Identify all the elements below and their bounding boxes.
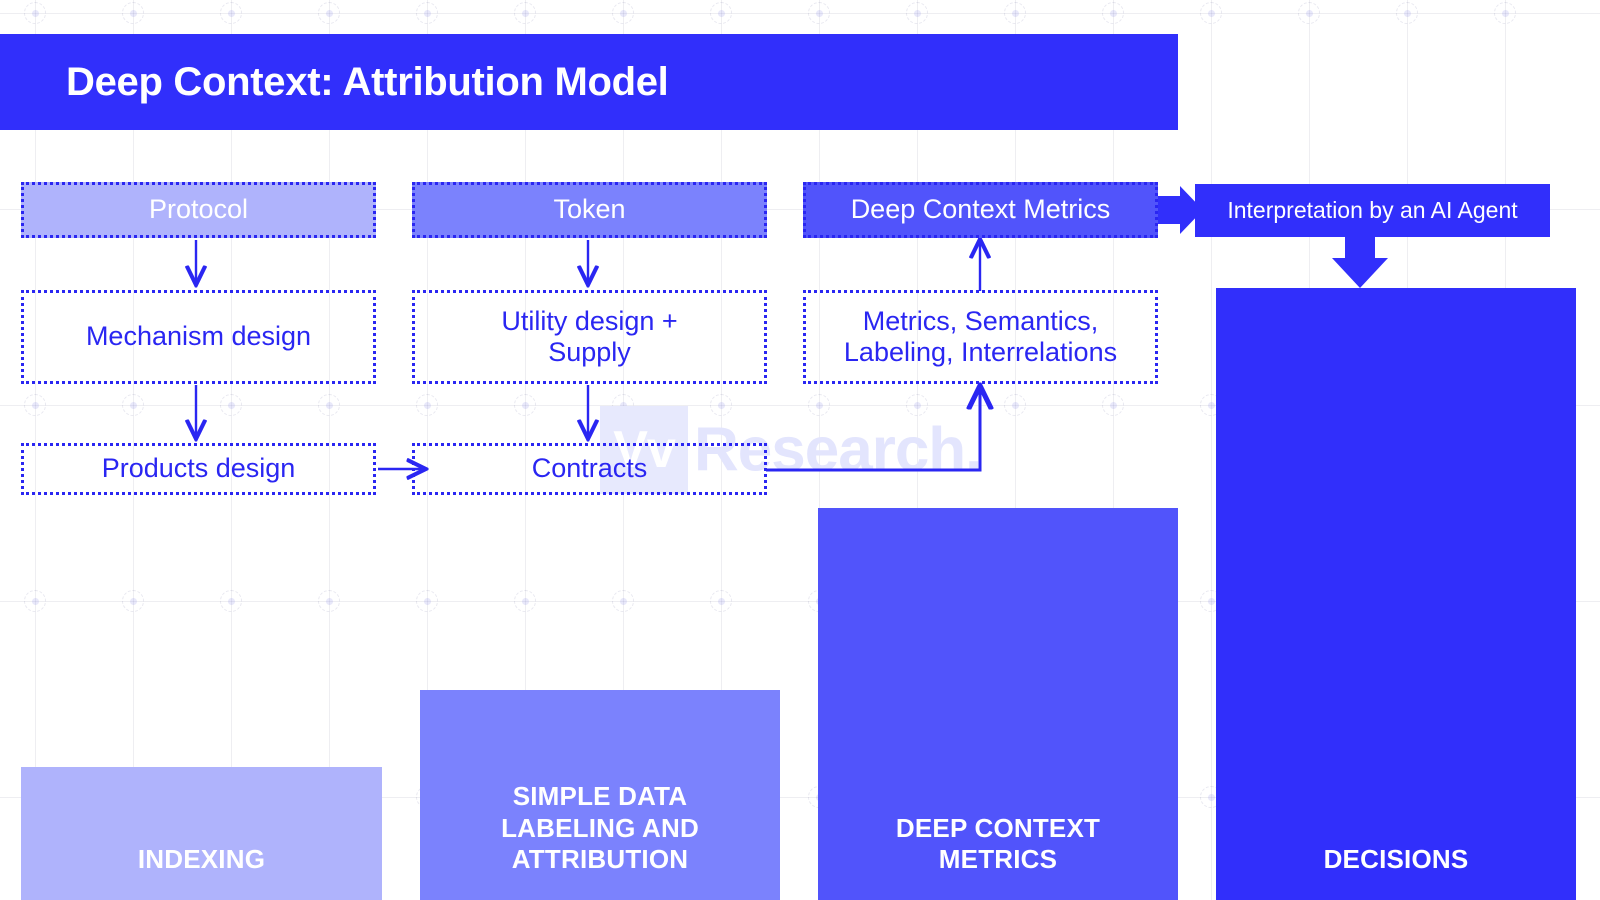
node-mechanism-design-label: Mechanism design — [85, 321, 312, 352]
node-protocol-label: Protocol — [148, 194, 249, 225]
node-metrics-semantics-label-line1: Metrics, Semantics, — [862, 305, 1099, 336]
category-bar-deep-context-metrics-label: DEEP CONTEXT METRICS — [896, 813, 1100, 900]
node-token[interactable]: Token — [412, 182, 767, 238]
grid-node-icon — [24, 590, 46, 612]
category-bar-simple-data-line1: SIMPLE DATA — [512, 780, 688, 811]
grid-node-icon — [1004, 394, 1026, 416]
grid-node-icon — [514, 394, 536, 416]
grid-node-icon — [514, 2, 536, 24]
category-bar-simple-data-line2: LABELING AND — [501, 812, 699, 843]
grid-node-icon — [416, 394, 438, 416]
grid-node-icon — [1102, 2, 1124, 24]
grid-node-icon — [906, 2, 928, 24]
node-deep-context-metrics[interactable]: Deep Context Metrics — [803, 182, 1158, 238]
grid-node-icon — [220, 2, 242, 24]
category-bar-indexing[interactable]: INDEXING — [21, 767, 382, 900]
node-utility-design[interactable]: Utility design + Supply — [412, 290, 767, 384]
grid-node-icon — [318, 394, 340, 416]
grid-node-icon — [24, 2, 46, 24]
grid-node-icon — [416, 590, 438, 612]
category-bar-indexing-label: INDEXING — [137, 844, 266, 875]
grid-node-icon — [220, 590, 242, 612]
grid-node-icon — [1396, 2, 1418, 24]
grid-node-icon — [318, 590, 340, 612]
page-title: Deep Context: Attribution Model — [66, 59, 669, 104]
grid-node-icon — [1102, 394, 1124, 416]
node-ai-agent-label: Interpretation by an AI Agent — [1227, 197, 1518, 224]
category-bar-simple-data-line3: ATTRIBUTION — [511, 844, 689, 875]
grid-node-icon — [710, 394, 732, 416]
grid-node-icon — [1200, 2, 1222, 24]
title-banner: Deep Context: Attribution Model — [0, 34, 1178, 130]
grid-node-icon — [808, 394, 830, 416]
grid-node-icon — [1298, 2, 1320, 24]
category-bar-decisions[interactable]: DECISIONS — [1216, 288, 1576, 900]
category-bar-simple-data-label: SIMPLE DATA LABELING AND ATTRIBUTION — [501, 781, 699, 900]
node-products-design-label: Products design — [101, 453, 296, 484]
category-bar-deep-context-metrics[interactable]: DEEP CONTEXT METRICS — [818, 508, 1178, 900]
grid-node-icon — [514, 590, 536, 612]
grid-node-icon — [710, 590, 732, 612]
node-utility-design-label-line1: Utility design + — [501, 305, 678, 336]
grid-node-icon — [122, 2, 144, 24]
category-bar-deep-context-line1: DEEP CONTEXT — [895, 812, 1101, 843]
grid-node-icon — [1004, 2, 1026, 24]
edge-contracts-metrics — [766, 388, 980, 472]
category-bar-decisions-label: DECISIONS — [1323, 844, 1469, 875]
grid-node-icon — [612, 2, 634, 24]
node-metrics-semantics-label-line2: Labeling, Interrelations — [843, 337, 1118, 367]
node-contracts-label: Contracts — [531, 453, 648, 484]
grid-node-icon — [318, 2, 340, 24]
grid-node-icon — [808, 2, 830, 24]
node-ai-agent[interactable]: Interpretation by an AI Agent — [1195, 184, 1550, 237]
node-metrics-semantics[interactable]: Metrics, Semantics, Labeling, Interrelat… — [803, 290, 1158, 384]
node-protocol[interactable]: Protocol — [21, 182, 376, 238]
grid-node-icon — [220, 394, 242, 416]
grid-node-icon — [612, 590, 634, 612]
grid-node-icon — [612, 394, 634, 416]
node-utility-design-label-line2: Supply — [548, 337, 631, 367]
category-bar-simple-data[interactable]: SIMPLE DATA LABELING AND ATTRIBUTION — [420, 690, 780, 900]
grid-node-icon — [24, 394, 46, 416]
grid-node-icon — [122, 590, 144, 612]
grid-node-icon — [122, 394, 144, 416]
grid-node-icon — [416, 2, 438, 24]
grid-node-icon — [906, 394, 928, 416]
node-token-label: Token — [553, 194, 626, 225]
block-arrow-down-icon — [1332, 237, 1388, 288]
grid-node-icon — [710, 2, 732, 24]
category-bar-deep-context-line2: METRICS — [938, 844, 1058, 875]
node-deep-context-metrics-label: Deep Context Metrics — [850, 194, 1111, 225]
node-products-design[interactable]: Products design — [21, 443, 376, 495]
grid-node-icon — [1494, 2, 1516, 24]
node-mechanism-design[interactable]: Mechanism design — [21, 290, 376, 384]
node-contracts[interactable]: Contracts — [412, 443, 767, 495]
